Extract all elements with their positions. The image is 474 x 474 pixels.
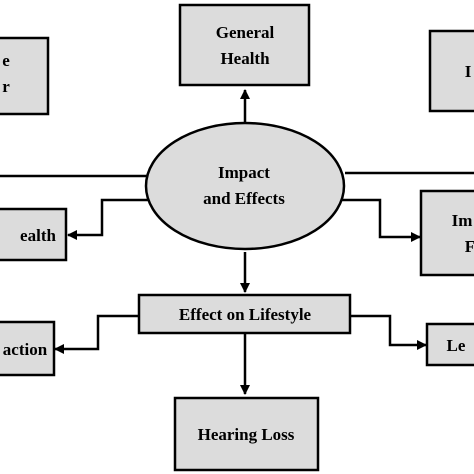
node-interaction: action: [0, 320, 56, 377]
center-line2: and Effects: [203, 189, 285, 208]
top-right-line1: I: [465, 62, 472, 81]
general-health-line1: General: [216, 23, 275, 42]
right-impact-line2: F: [465, 237, 474, 256]
node-general-health: General Health: [178, 3, 311, 87]
center-line1: Impact: [218, 163, 270, 182]
interaction-label: action: [3, 340, 48, 359]
right-impact-line1: Im: [452, 211, 473, 230]
arrow-to-right-le: [350, 314, 427, 350]
node-left-health: ealth: [0, 207, 68, 262]
arrow-to-right-impact: [340, 198, 421, 242]
top-left-line1: e: [2, 51, 10, 70]
node-right-impact: Im F: [419, 189, 474, 277]
node-right-le: Le: [425, 322, 474, 367]
lifestyle-label: Effect on Lifestyle: [179, 305, 312, 324]
general-health-line2: Health: [220, 49, 270, 68]
node-hearing-loss: Hearing Loss: [173, 396, 320, 472]
node-top-left: e r: [0, 36, 50, 116]
node-top-right: I: [428, 29, 474, 113]
node-center: Impact and Effects: [144, 121, 346, 251]
hearing-loss-label: Hearing Loss: [198, 425, 295, 444]
left-health-line1: ealth: [20, 226, 56, 245]
right-le-label: Le: [447, 336, 466, 355]
arrow-to-interaction: [54, 314, 138, 354]
top-left-line2: r: [2, 77, 10, 96]
arrow-to-left-health: [67, 198, 153, 240]
node-lifestyle: Effect on Lifestyle: [137, 293, 352, 335]
